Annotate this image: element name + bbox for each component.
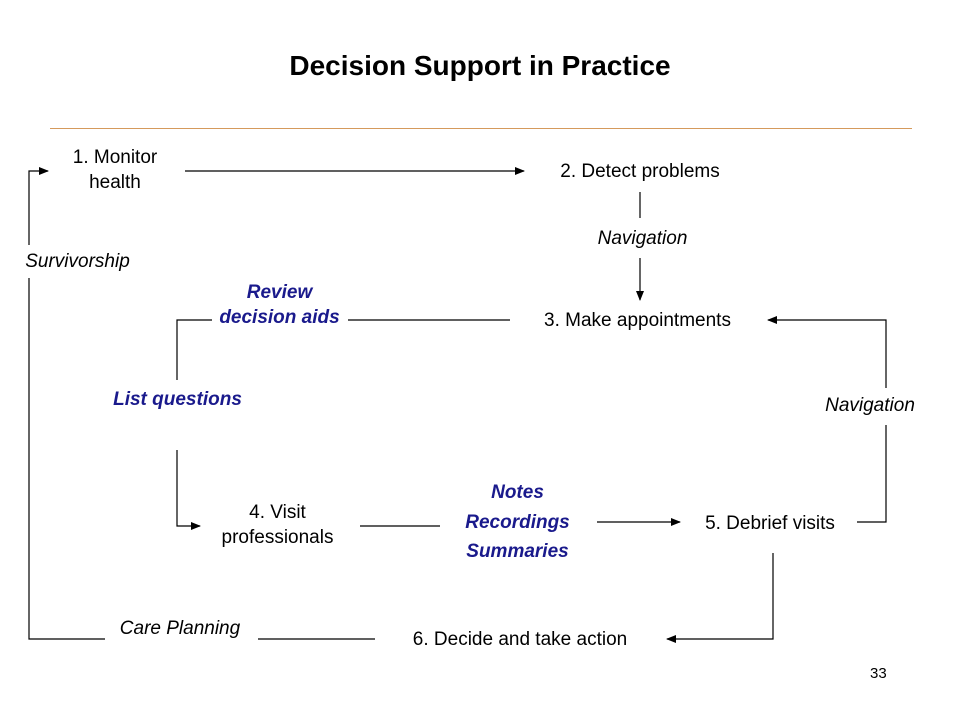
label-care-planning: Care Planning	[119, 618, 241, 639]
label-survivorship: Survivorship	[25, 251, 130, 272]
step-decide-and-take-action: 6. Decide and take action	[412, 629, 628, 650]
title-divider	[50, 128, 912, 129]
line-care-planning-to-survivorship	[28, 278, 105, 640]
line-review-to-list	[176, 319, 212, 380]
label-navigation-right: Navigation	[825, 395, 915, 416]
step-visit-professionals: 4. Visit professionals	[221, 502, 334, 548]
step-debrief-visits: 5. Debrief visits	[705, 513, 835, 534]
activity-recordings: Recordings	[465, 512, 570, 533]
arrow-debrief-to-decide	[666, 553, 774, 643]
step-monitor-health: 1. Monitor health	[72, 147, 158, 193]
step-detect-problems: 2. Detect problems	[560, 161, 720, 182]
slide-title: Decision Support in Practice	[289, 50, 671, 81]
arrow-survivorship-to-monitor	[28, 167, 49, 245]
arrow-list-to-visit	[176, 450, 201, 530]
label-navigation-top: Navigation	[597, 228, 688, 249]
step-make-appointments: 3. Make appointments	[544, 310, 731, 331]
page-number: 33	[870, 665, 887, 682]
activity-summaries: Summaries	[466, 541, 569, 562]
activity-review-decision-aids: Review decision aids	[219, 282, 340, 328]
activity-notes: Notes	[491, 482, 544, 503]
line-debrief-to-navigation	[857, 425, 887, 523]
activity-list-questions: List questions	[113, 389, 242, 410]
arrow-navigation-to-appointments-right	[767, 316, 887, 388]
